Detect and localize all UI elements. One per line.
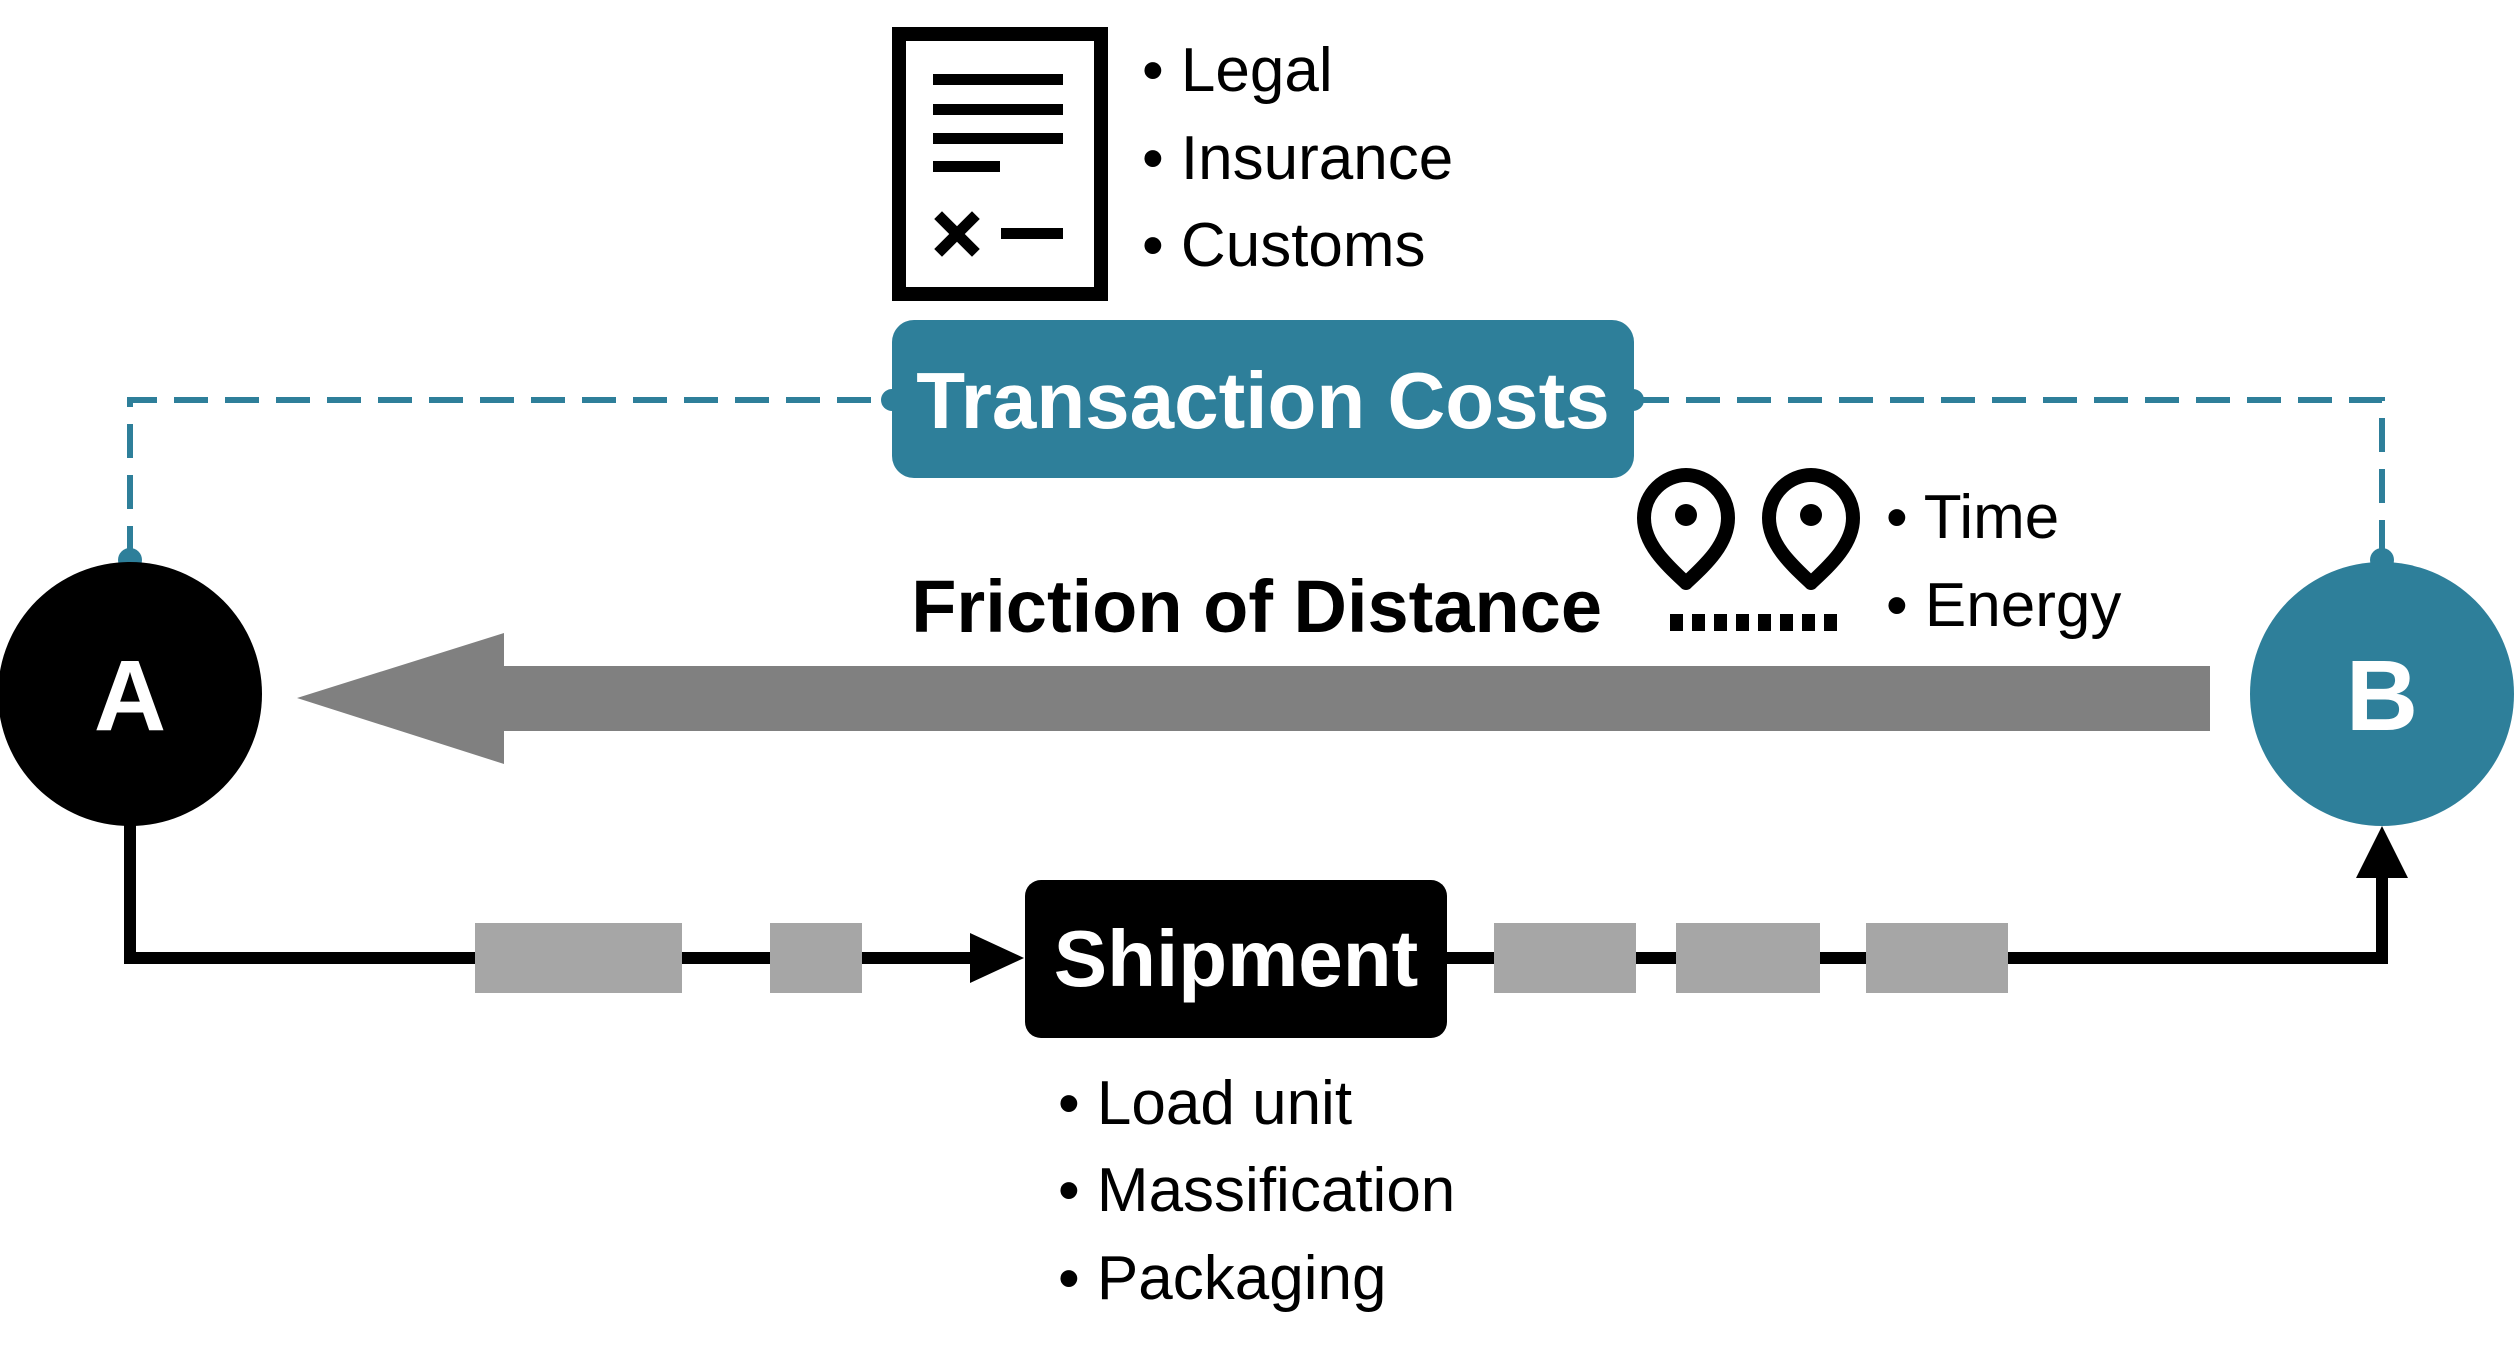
friction-item: • Energy: [1886, 571, 2121, 640]
transaction-costs-item: • Insurance: [1142, 124, 1453, 193]
shipment-item: • Load unit: [1058, 1069, 1352, 1138]
route-dots: [1670, 614, 1837, 631]
location-pin-icon: [1637, 468, 1735, 590]
shipment-box: Shipment: [1025, 880, 1447, 1038]
cargo-block: [1494, 923, 1636, 993]
friction-item: • Time: [1886, 483, 2059, 552]
shipment-item: • Packaging: [1058, 1244, 1386, 1313]
transaction-costs-item: • Legal: [1142, 36, 1333, 105]
friction-of-distance-label: Friction of Distance: [911, 565, 1602, 648]
node-a: A: [0, 562, 262, 826]
shipment-blocks: [475, 923, 2008, 993]
location-pin-icon: [1762, 468, 1860, 590]
transaction-costs-connector: [127, 397, 2385, 560]
cargo-block: [1866, 923, 2008, 993]
transaction-costs-label: Transaction Costs: [916, 356, 1610, 445]
shipment-arrowhead: [970, 933, 1024, 983]
friction-list: • Time • Energy: [1886, 483, 2121, 640]
shipment-item: • Massification: [1058, 1156, 1455, 1225]
cargo-block: [770, 923, 862, 993]
shipment-flow-line: [124, 810, 2408, 983]
document-icon: [892, 27, 1108, 301]
node-b-label: B: [2346, 640, 2418, 752]
cargo-block: [475, 923, 682, 993]
friction-arrow: [297, 633, 2210, 764]
node-b: B: [2250, 562, 2514, 826]
shipment-list: • Load unit • Massification • Packaging: [1058, 1069, 1455, 1313]
cargo-block: [1676, 923, 1820, 993]
transaction-costs-box: Transaction Costs: [892, 320, 1634, 478]
location-pins-icon: [1637, 468, 1860, 631]
node-a-label: A: [94, 640, 166, 752]
transaction-costs-item: • Customs: [1142, 211, 1426, 280]
node-b-arrowhead: [2356, 826, 2408, 878]
transaction-costs-list: • Legal • Insurance • Customs: [1142, 36, 1453, 280]
shipment-label: Shipment: [1054, 914, 1418, 1003]
